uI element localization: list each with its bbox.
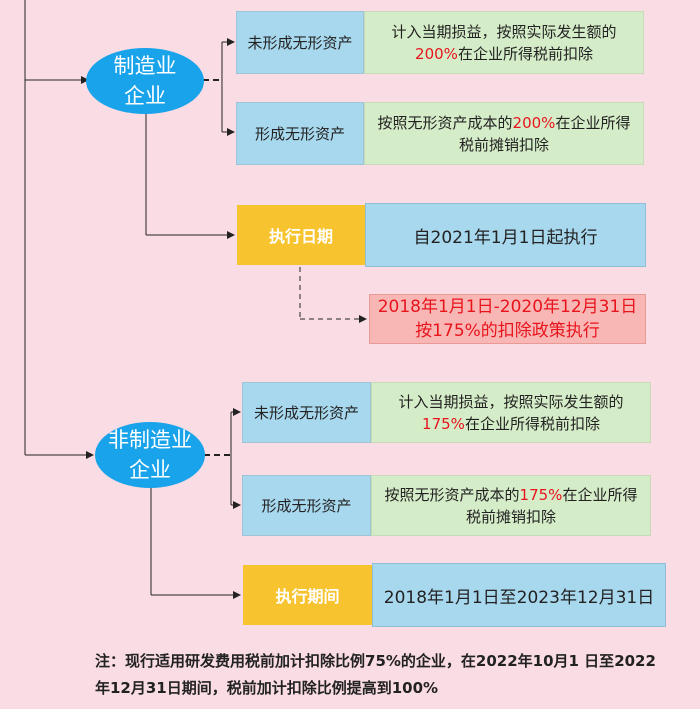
mfg-not-intangible-desc: 计入当期损益，按照实际发生额的200%在企业所得税前扣除: [364, 11, 644, 74]
nonmfg-intangible-desc: 按照无形资产成本的175%在企业所得税前摊销扣除: [371, 475, 651, 536]
mfg-intangible-label: 形成无形资产: [236, 102, 364, 165]
earlier-policy-box: 2018年1月1日-2020年12月31日 按175%的扣除政策执行: [369, 294, 646, 344]
non-manufacturing-enterprise-node: 非制造业 企业: [95, 422, 205, 488]
nonmfg-not-intangible-label: 未形成无形资产: [242, 382, 371, 443]
mfg-not-intangible-label: 未形成无形资产: [236, 11, 364, 74]
mfg-execution-date-value: 自2021年1月1日起执行: [365, 203, 646, 267]
footnote: 注：现行适用研发费用税前加计扣除比例75%的企业，在2022年10月1 日至20…: [95, 652, 656, 697]
nonmfg-execution-period-label: 执行期间: [243, 565, 372, 625]
nonmfg-not-intangible-desc: 计入当期损益，按照实际发生额的175%在企业所得税前扣除: [371, 382, 651, 443]
nonmfg-execution-period-value: 2018年1月1日至2023年12月31日: [372, 563, 666, 627]
manufacturing-enterprise-node: 制造业 企业: [86, 48, 204, 114]
nonmfg-intangible-label: 形成无形资产: [242, 475, 371, 536]
mfg-intangible-desc: 按照无形资产成本的200%在企业所得税前摊销扣除: [364, 102, 644, 165]
mfg-execution-date-label: 执行日期: [237, 205, 365, 265]
